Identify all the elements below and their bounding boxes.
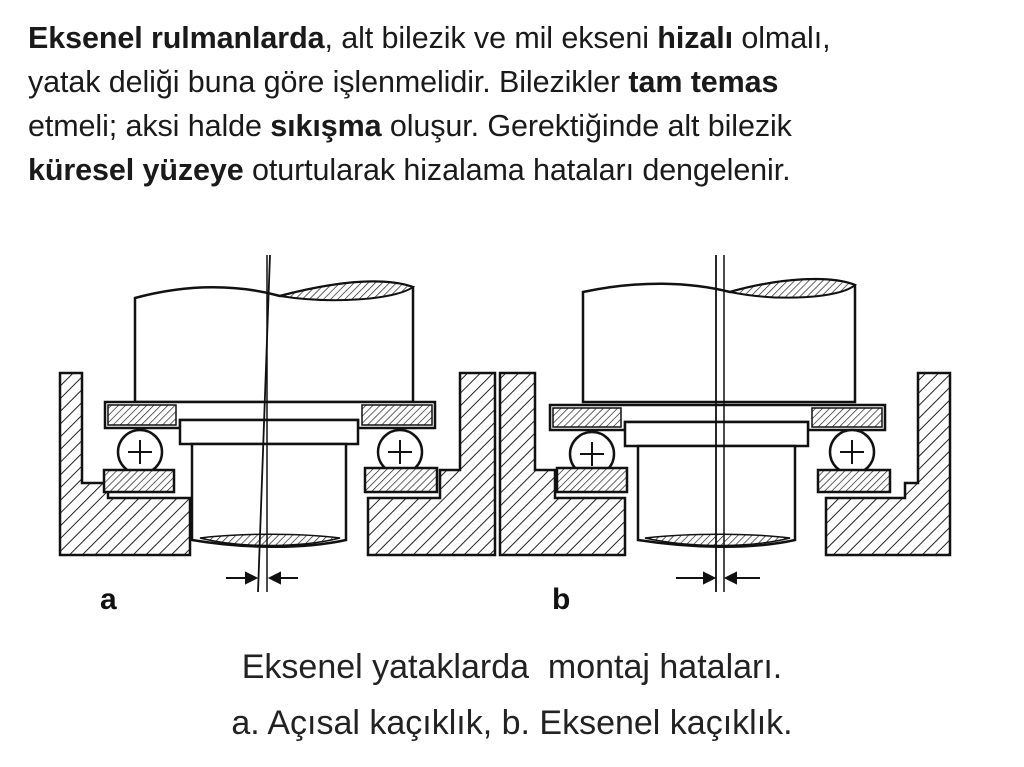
figure-a-ball-left-cross (128, 440, 152, 464)
figure-a-shaft-cut-top (279, 280, 416, 302)
figure-b-ball-right-cross (840, 440, 864, 464)
figure-a-washer-hatch-right (361, 404, 433, 426)
figure-b-lower-ring-right (816, 468, 892, 494)
intro-term-hizali: hizalı (657, 21, 733, 55)
figure-a-shaft-cut-bottom (199, 533, 341, 547)
figure-b-ball-left-cross (580, 442, 604, 466)
figure-b-washer-hatch-left (552, 407, 622, 428)
figure-b-washer-hatch-right (811, 407, 883, 428)
intro-line-2: yatak deliği buna göre işlenmelidir. Bil… (28, 65, 779, 99)
figure-a-axis-shaft (257, 254, 271, 593)
intro-term-rulman: Eksenel rulmanlarda (28, 21, 325, 55)
figure-a-ball-right-cross (388, 440, 412, 464)
figure-a-lower-shaft (190, 442, 348, 549)
intro-term-kuresel: küresel yüzeye (28, 153, 244, 187)
bearing-misalignment-figure (58, 254, 952, 593)
figure-b-housing-left (498, 371, 627, 557)
intro-term-tam-temas: tam temas (628, 65, 779, 99)
figure-a-label: a (100, 583, 117, 616)
figure-b-offset-arrows (676, 571, 760, 585)
figure-a-lower-ring-left (102, 468, 176, 494)
intro-line-1: Eksenel rulmanlarda, alt bilezik ve mil … (28, 21, 831, 55)
caption-subtitle: a. Açısal kaçıklık, b. Eksenel kaçıklık. (231, 704, 793, 742)
intro-term-sikisma: sıkışma (270, 109, 382, 143)
figure-b-lower-ring-left (555, 466, 629, 494)
figure-b-shaft-cut-bottom (644, 533, 791, 547)
figure-a-washer-hatch-left (107, 404, 177, 426)
figure-a-shaft-upper (133, 280, 415, 404)
figure-a-housing-left (58, 371, 192, 557)
figure-b-shaft-cut-top (729, 278, 857, 299)
intro-line-4: küresel yüzeye oturtularak hizalama hata… (28, 153, 791, 187)
intro-line-3: etmeli; aksi halde sıkışma oluşur. Gerek… (28, 109, 792, 143)
figure-a-housing-right (366, 371, 497, 557)
figure-b-housing-right (824, 371, 952, 557)
intro-paragraph: Eksenel rulmanlarda, alt bilezik ve mil … (28, 16, 1003, 192)
figure-b-label: b (552, 583, 571, 616)
figure-a-hub (178, 418, 360, 446)
caption-title: Eksenel yataklarda montaj hataları. (241, 648, 783, 686)
figure-b-shaft-upper (581, 277, 857, 404)
figure-a-offset-arrows (226, 571, 298, 585)
figure-a-lower-ring-right (363, 466, 439, 494)
